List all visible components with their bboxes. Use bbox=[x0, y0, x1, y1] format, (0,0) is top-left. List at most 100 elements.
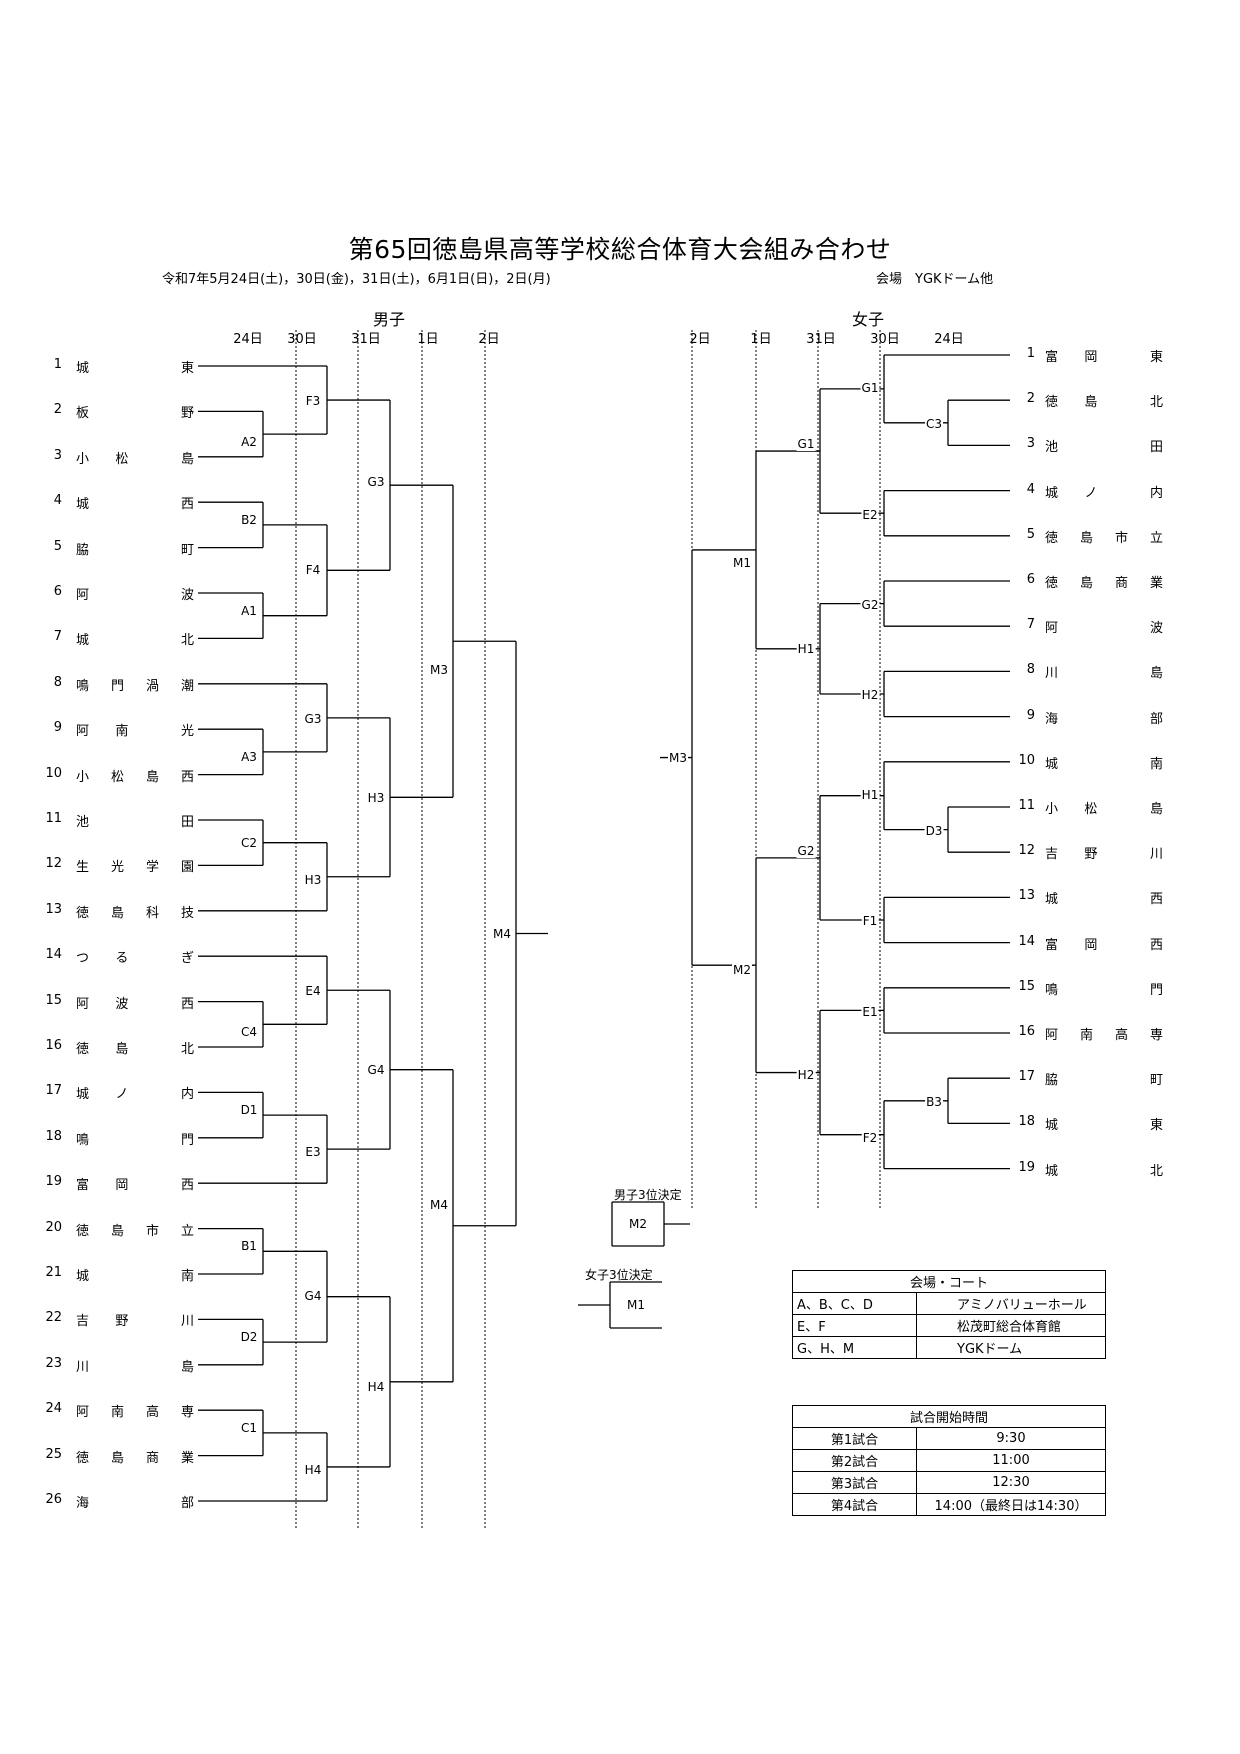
team-name: 小松島西 bbox=[76, 769, 194, 785]
team-name: 吉野川 bbox=[1045, 847, 1163, 863]
match-label: H3 bbox=[303, 872, 323, 887]
match-label: E1 bbox=[861, 1004, 879, 1019]
team-number: 4 bbox=[53, 493, 62, 509]
team-number: 2 bbox=[1026, 391, 1035, 407]
venue-name: アミノバリューホール bbox=[916, 1292, 1106, 1315]
match-label: H3 bbox=[366, 790, 386, 805]
match-label: F4 bbox=[304, 562, 322, 577]
team-name: 阿南高専 bbox=[76, 1405, 194, 1421]
match-label: G3 bbox=[303, 711, 323, 726]
team-name: 海部 bbox=[1045, 711, 1163, 727]
match-label: F3 bbox=[304, 394, 322, 408]
match-label: C1 bbox=[239, 1420, 259, 1435]
team-name: 鳴門渦潮 bbox=[76, 678, 194, 694]
team-name: 阿波 bbox=[1045, 621, 1163, 637]
match-label: M4 bbox=[429, 1197, 449, 1212]
team-name: 鳴門 bbox=[76, 1132, 194, 1148]
team-name: 城西 bbox=[76, 497, 194, 513]
girls-day-31: 31日 bbox=[806, 332, 836, 347]
match-label: M1 bbox=[626, 1298, 646, 1312]
match-label: M2 bbox=[732, 962, 752, 977]
girls-day-24: 24日 bbox=[934, 332, 964, 347]
team-number: 2 bbox=[53, 402, 62, 418]
match-label: M1 bbox=[732, 556, 752, 571]
match-label: M3 bbox=[668, 750, 688, 765]
match-label: B3 bbox=[925, 1095, 943, 1110]
match-label: C3 bbox=[924, 417, 944, 432]
team-name: 城南 bbox=[76, 1269, 194, 1284]
boys-day-24: 24日 bbox=[233, 332, 263, 347]
match-label: M2 bbox=[628, 1217, 648, 1231]
team-number: 18 bbox=[45, 1128, 62, 1144]
match-label: D2 bbox=[239, 1330, 259, 1345]
team-name: 川島 bbox=[76, 1359, 194, 1375]
team-number: 19 bbox=[45, 1174, 62, 1190]
boys-day-31: 31日 bbox=[351, 332, 381, 347]
team-number: 14 bbox=[45, 947, 62, 963]
game-time: 14:00（最終日は14:30） bbox=[916, 1493, 1106, 1516]
match-label: H2 bbox=[796, 1068, 816, 1083]
team-number: 9 bbox=[53, 720, 62, 736]
team-name: 徳島科技 bbox=[76, 905, 194, 921]
match-label: D3 bbox=[924, 824, 944, 838]
team-name: 徳島市立 bbox=[1045, 530, 1163, 546]
team-name: 富岡東 bbox=[1045, 350, 1163, 365]
match-label: B1 bbox=[240, 1239, 258, 1254]
team-name: 生光学園 bbox=[76, 860, 194, 876]
team-number: 23 bbox=[45, 1355, 62, 1371]
venue-courts: A、B、C、D bbox=[792, 1292, 917, 1315]
match-label: F1 bbox=[861, 914, 879, 929]
team-name: 阿南光 bbox=[76, 724, 194, 740]
venue-note: 会場 YGKドーム他 bbox=[876, 272, 994, 287]
team-name: 小松島 bbox=[76, 451, 194, 467]
game-time: 9:30 bbox=[916, 1427, 1106, 1450]
team-name: 城南 bbox=[1045, 756, 1163, 772]
team-number: 7 bbox=[1026, 617, 1035, 633]
team-number: 8 bbox=[1026, 662, 1035, 678]
match-label: H2 bbox=[860, 688, 880, 703]
team-number: 3 bbox=[1026, 436, 1035, 452]
match-label: M4 bbox=[492, 926, 512, 941]
team-number: 11 bbox=[1018, 798, 1035, 813]
team-number: 1 bbox=[53, 357, 62, 372]
venue-name: YGKドーム bbox=[916, 1336, 1106, 1359]
match-label: E2 bbox=[861, 507, 879, 522]
team-name: つるぎ bbox=[76, 951, 194, 967]
match-label: G2 bbox=[860, 598, 880, 612]
team-number: 6 bbox=[53, 584, 62, 599]
match-label: G2 bbox=[796, 843, 816, 858]
match-label: G3 bbox=[366, 475, 386, 490]
team-number: 11 bbox=[45, 811, 62, 826]
match-label: E4 bbox=[304, 984, 322, 999]
team-number: 16 bbox=[1018, 1024, 1035, 1039]
girls-day-2: 2日 bbox=[689, 332, 711, 347]
team-name: 城北 bbox=[1045, 1163, 1163, 1179]
team-name: 城東 bbox=[1045, 1118, 1163, 1134]
team-number: 1 bbox=[1026, 346, 1035, 361]
girls-header: 女子 bbox=[852, 310, 885, 329]
team-name: 城西 bbox=[1045, 892, 1163, 908]
team-name: 吉野川 bbox=[76, 1314, 194, 1330]
team-number: 15 bbox=[45, 992, 62, 1008]
team-name: 徳島北 bbox=[1045, 395, 1163, 411]
team-number: 7 bbox=[53, 629, 62, 645]
team-name: 城ノ内 bbox=[1045, 485, 1163, 501]
game-number: 第3試合 bbox=[792, 1471, 917, 1494]
match-label: E3 bbox=[304, 1145, 322, 1160]
team-number: 24 bbox=[45, 1401, 62, 1417]
match-label: G1 bbox=[860, 381, 880, 395]
match-label: A2 bbox=[240, 435, 258, 450]
team-name: 池田 bbox=[76, 815, 194, 830]
boys-day-1: 1日 bbox=[417, 332, 439, 347]
team-number: 12 bbox=[45, 856, 62, 872]
tournament-dates: 令和7年5月24日(土)，30日(金)，31日(土)，6月1日(日)，2日(月) bbox=[162, 272, 551, 287]
team-number: 15 bbox=[1018, 978, 1035, 994]
team-name: 富岡西 bbox=[76, 1178, 194, 1194]
team-name: 徳島北 bbox=[76, 1042, 194, 1057]
team-number: 26 bbox=[45, 1492, 62, 1507]
team-number: 10 bbox=[1018, 752, 1035, 768]
team-name: 城ノ内 bbox=[76, 1087, 194, 1103]
girls-day-30: 30日 bbox=[870, 332, 900, 347]
team-name: 川島 bbox=[1045, 666, 1163, 682]
team-number: 16 bbox=[45, 1038, 62, 1053]
